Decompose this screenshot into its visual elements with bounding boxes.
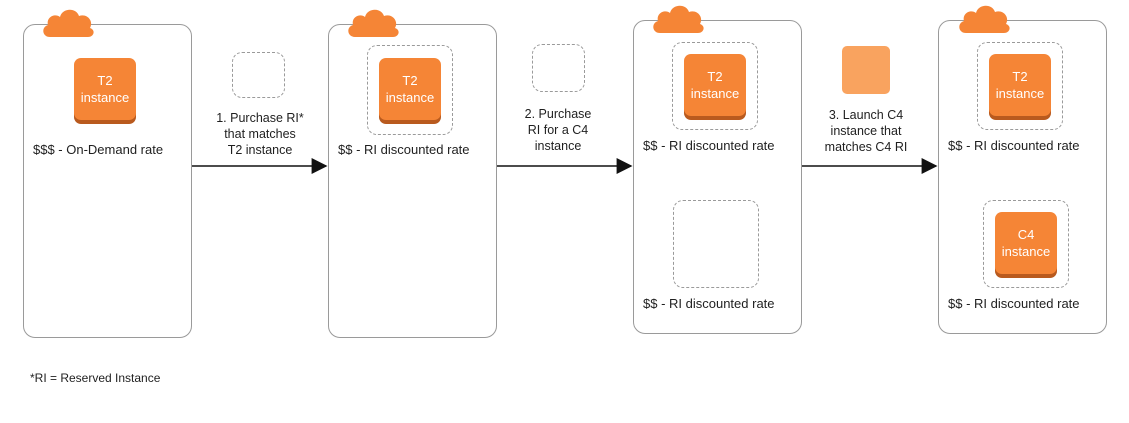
step-line: RI for a C4 [527,123,589,137]
step-1-label: 1. Purchase RI* that matches T2 instance [200,110,320,158]
empty-ri-slot [532,44,585,92]
c4-instance-pending [842,46,890,94]
instance-type-label: T2 [1012,69,1028,84]
empty-ri-slot [232,52,285,98]
cloud-icon [956,1,1012,35]
rate-label: $$ - RI discounted rate [338,142,470,157]
step-line: that matches [224,127,296,141]
instance-word-label: instance [80,90,130,105]
instance-word-label: instance [995,86,1045,101]
instance-word-label: instance [385,90,435,105]
step-line: instance that [830,124,902,138]
empty-ri-slot [673,200,759,288]
step-line: 1. Purchase RI* [216,111,304,125]
rate-label: $$ - RI discounted rate [948,138,1080,153]
step-line: instance [534,139,582,153]
step-line: 3. Launch C4 [828,108,904,122]
instance-type-label: T2 [97,73,113,88]
rate-label: $$$ - On-Demand rate [33,142,164,157]
cloud-icon [650,1,706,35]
ri-slot [977,42,1063,130]
instance-word-label: instance [1001,244,1051,259]
footnote: *RI = Reserved Instance [30,371,161,385]
ri-slot [672,42,758,130]
t2-instance: T2 instance [379,58,441,120]
c4-instance: C4 instance [995,212,1057,274]
cloud-icon [345,5,401,39]
instance-word-label: instance [690,86,740,101]
instance-type-label: T2 [402,73,418,88]
step-3-label: 3. Launch C4 instance that matches C4 RI [806,107,926,155]
step-line: T2 instance [227,143,293,157]
instance-type-label: C4 [1017,227,1035,242]
t2-instance: T2 instance [74,58,136,120]
cloud-icon [40,5,96,39]
rate-label: $$ - RI discounted rate [948,296,1080,311]
rate-label: $$ - RI discounted rate [643,296,775,311]
t2-instance: T2 instance [989,54,1051,116]
step-line: matches C4 RI [824,140,908,154]
step-2-label: 2. Purchase RI for a C4 instance [498,106,618,154]
ri-slot [983,200,1069,288]
step-line: 2. Purchase [524,107,592,121]
rate-label: $$ - RI discounted rate [643,138,775,153]
t2-instance: T2 instance [684,54,746,116]
ri-slot [367,45,453,135]
instance-type-label: T2 [707,69,723,84]
